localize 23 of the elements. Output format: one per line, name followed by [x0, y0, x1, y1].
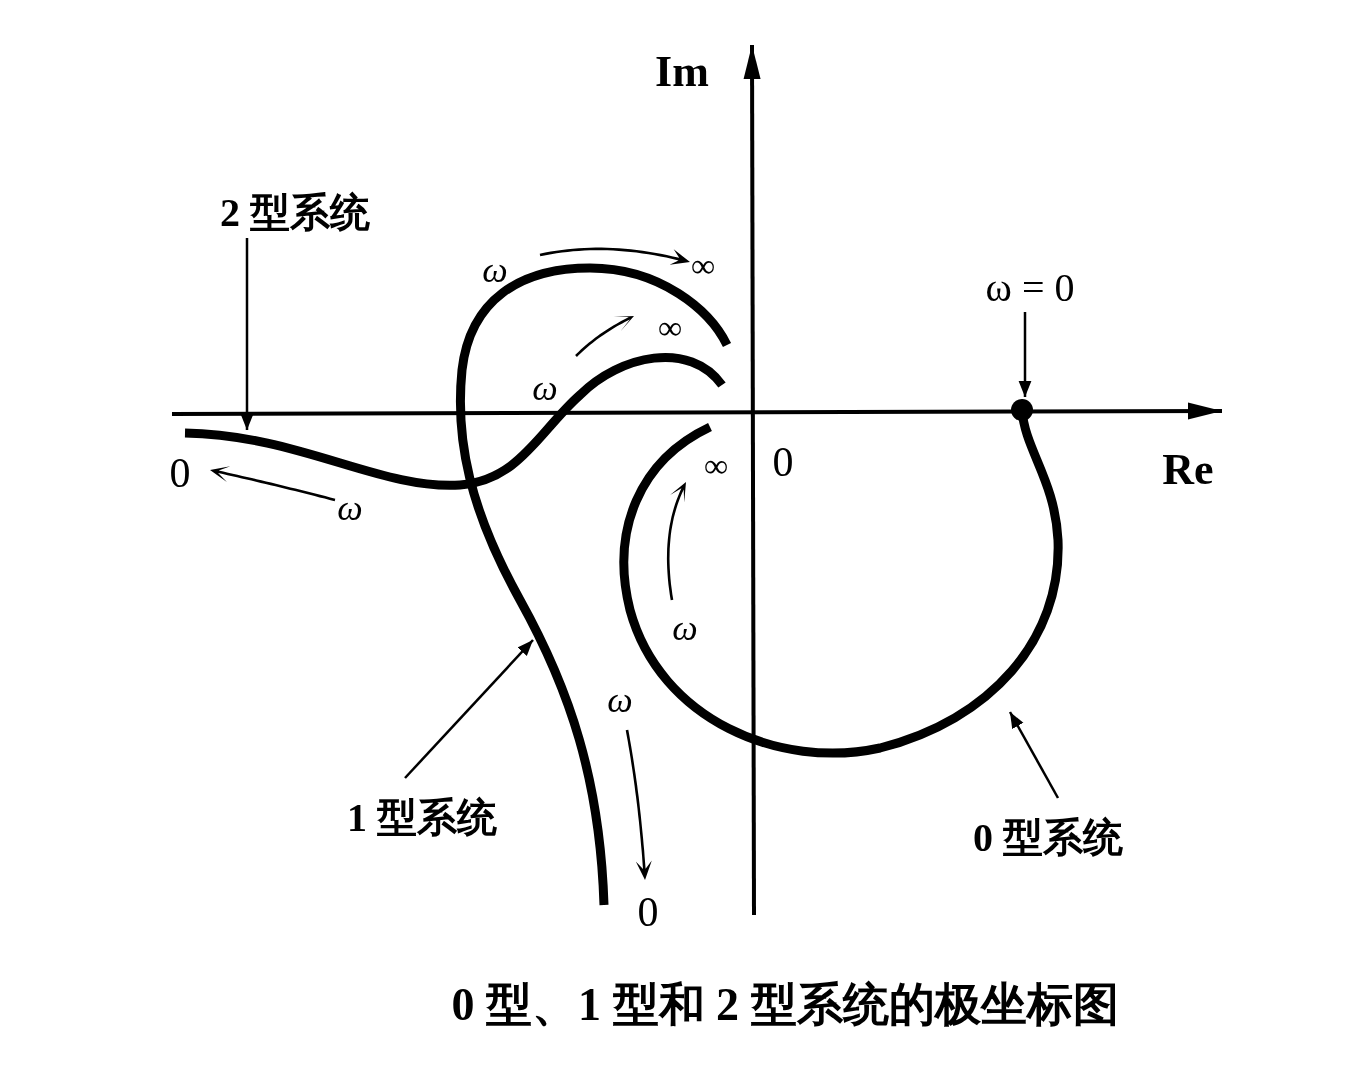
value-label: ∞	[690, 249, 716, 283]
value-label: 0	[637, 891, 659, 933]
value-label: 0	[169, 452, 191, 494]
point-dot	[1011, 399, 1033, 421]
type-label: 2 型系统	[220, 193, 370, 233]
value-label: ∞	[703, 449, 729, 483]
frequency-label: ω	[482, 252, 508, 288]
point-label: ω = 0	[985, 268, 1075, 308]
frequency-label: ω	[532, 370, 558, 406]
frequency-label: ω	[607, 682, 633, 718]
leader-line	[1008, 711, 1060, 799]
leader-line	[1018, 312, 1032, 397]
type-label: 0 型系统	[973, 818, 1123, 858]
leader-line	[240, 238, 254, 430]
leader-line	[404, 639, 534, 779]
value-label: ∞	[657, 311, 683, 345]
axis-label: Re	[1162, 448, 1214, 492]
frequency-label: ω	[337, 490, 363, 526]
frequency-label: ω	[672, 610, 698, 646]
figure-caption: 0 型、1 型和 2 型系统的极坐标图	[451, 982, 1119, 1028]
origin-label: 0	[772, 441, 794, 483]
axis-label: Im	[655, 50, 709, 94]
type-label: 1 型系统	[347, 798, 497, 838]
